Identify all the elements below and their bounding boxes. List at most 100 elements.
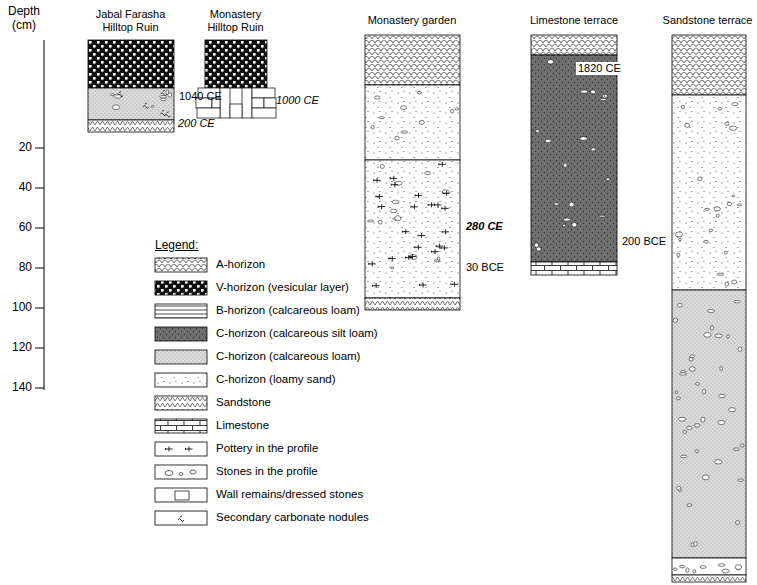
profile-title: Monastery garden: [368, 14, 457, 27]
soil-layer: [531, 35, 617, 55]
soil-layer: [531, 262, 617, 275]
carbonate-nodule: [143, 103, 149, 109]
stone-symbol: [678, 417, 685, 421]
dressed-stone: [252, 108, 276, 118]
stone-symbol: [392, 200, 399, 203]
soil-layer: [531, 55, 617, 262]
profile-heading-box: Sandstone terrace: [662, 10, 753, 28]
pottery-symbol: [374, 178, 381, 183]
legend-swatch: [155, 373, 207, 387]
stone-symbol: [425, 171, 431, 174]
soil-layer: [365, 298, 460, 310]
stone-symbol: [606, 178, 610, 181]
stone-symbol: [681, 105, 684, 108]
stone-symbol: [735, 520, 739, 524]
stone-symbol: [704, 240, 709, 243]
profile-heading-box: Monastery garden: [367, 10, 457, 28]
carbonate-nodule: [160, 110, 166, 116]
axis-title: Depth (cm): [4, 4, 44, 33]
stone-symbol: [437, 257, 440, 260]
stone-symbol: [545, 139, 551, 142]
soil-layer: [365, 35, 460, 85]
stone-symbol: [733, 448, 739, 451]
stone-symbol: [677, 486, 681, 490]
stone-symbol: [737, 204, 742, 206]
pottery-symbol: [373, 283, 380, 288]
stone-symbol: [738, 347, 742, 352]
stone-symbol: [716, 214, 719, 217]
soil-profile: [672, 35, 746, 582]
stone-symbol: [718, 107, 722, 110]
legend-swatch: [155, 327, 207, 341]
stone-symbol: [390, 209, 397, 213]
stone-symbol: [679, 238, 682, 240]
soil-layer: [672, 558, 746, 575]
date-label: 280 CE: [466, 220, 503, 233]
pottery-symbol: [435, 202, 442, 207]
stone-symbol: [395, 216, 401, 221]
stone-symbol: [686, 568, 689, 573]
stone-symbol: [368, 220, 374, 222]
stone-symbol: [732, 280, 737, 284]
stone-symbol: [735, 565, 742, 570]
axis-tick: [35, 268, 44, 269]
stone-symbol: [679, 565, 685, 568]
stone-symbol: [738, 479, 744, 481]
pottery-symbol: [442, 206, 449, 211]
legend-label: A-horizon: [216, 258, 265, 272]
date-label: 1000 CE: [276, 94, 319, 107]
profile-title: Jabal Farasha Hilltop Ruin: [85, 8, 177, 34]
stone-symbol: [725, 282, 729, 286]
stone-symbol: [451, 109, 454, 113]
stone-symbol: [380, 164, 384, 168]
stone-symbol: [698, 177, 702, 181]
profile-title: Limestone terrace: [530, 14, 618, 27]
profile-title: Monastery Hilltop Ruin: [198, 8, 274, 34]
stone-symbol: [718, 420, 725, 424]
stone-symbol: [679, 373, 686, 375]
stone-symbol: [729, 408, 736, 412]
stone-symbol: [374, 96, 380, 99]
stone-symbol: [715, 334, 722, 337]
stone-symbol: [717, 273, 724, 275]
stone-symbol: [602, 94, 607, 98]
stone-symbol: [564, 218, 571, 221]
stone-symbol: [704, 333, 712, 338]
stone-symbol: [401, 131, 408, 133]
axis-tick: [35, 308, 44, 309]
axis-tick: [35, 228, 44, 229]
legend-swatch: [155, 350, 207, 364]
legend-label: V-horizon (vesicular layer): [216, 281, 349, 295]
legend-swatch: [155, 281, 207, 295]
dressed-stone: [197, 108, 220, 118]
stone-symbol: [410, 255, 417, 260]
pottery-symbol: [389, 256, 396, 261]
stone-symbol: [695, 450, 699, 453]
depth-tick-label: 60: [2, 220, 32, 234]
legend-label: Secondary carbonate nodules: [216, 511, 369, 525]
dressed-stone: [252, 88, 275, 98]
legend-swatch: [155, 419, 207, 433]
stone-symbol: [718, 564, 725, 567]
legend-label: C-horizon (loamy sand): [216, 373, 336, 387]
legend-label: Sandstone: [216, 396, 271, 410]
stone-symbol: [110, 94, 114, 96]
legend-swatch: [155, 511, 207, 525]
stone-symbol: [687, 504, 692, 507]
pottery-symbol: [391, 182, 398, 187]
stone-symbol: [590, 90, 595, 94]
pottery-symbol: [405, 255, 412, 260]
pottery-symbol: [369, 261, 376, 266]
pottery-symbol: [432, 249, 439, 254]
soil-layer: [88, 40, 174, 88]
legend-heading: Legend:: [155, 238, 198, 252]
pottery-symbol: [420, 283, 427, 288]
legend-label: Wall remains/dressed stones: [216, 488, 363, 502]
stone-symbol: [391, 267, 394, 269]
soil-layer: [672, 35, 746, 95]
pottery-symbol: [415, 193, 422, 198]
soil-layer: [205, 40, 267, 88]
profile-columns: [88, 35, 746, 582]
stone-symbol: [689, 367, 695, 371]
